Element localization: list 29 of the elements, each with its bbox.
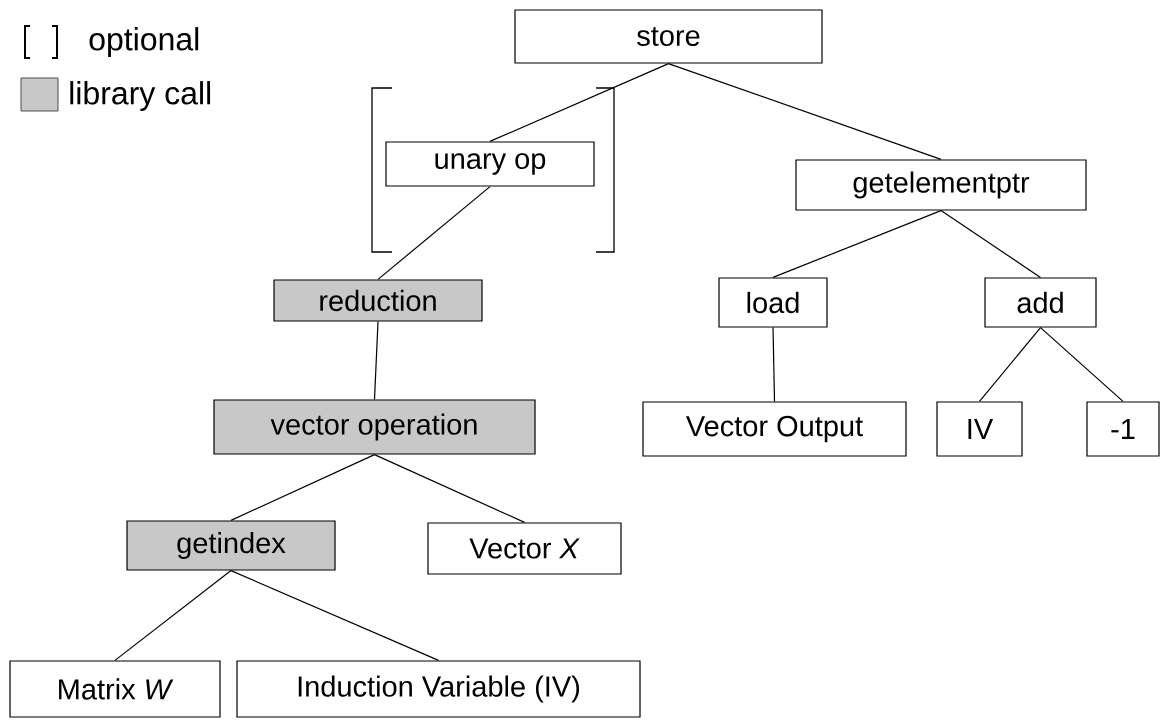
tree-node-box: load [718,277,828,328]
connector-line [772,327,776,402]
connector-line [667,63,942,160]
tree-node-box: unary op [385,141,595,187]
connector-line [377,186,491,280]
connector-line [940,210,1042,278]
tree-node-box: getelementptr [795,159,1087,211]
legend-label: library call [70,81,211,111]
connector-line [772,210,942,278]
tree-node-box: add [984,277,1097,328]
connector-line [1039,327,1124,402]
tree-node-box: -1 [1086,401,1160,457]
library-call-box: reduction [273,279,483,322]
tree-node-box: Induction Variable (IV) [236,660,641,718]
connector-line [230,454,376,521]
connector-line [114,570,232,661]
legend-label: optional [89,27,199,57]
connector-line [373,321,379,400]
tree-node-box: Vector Output [642,401,907,457]
connector-line [489,63,670,142]
tree-node-box: Matrix W [9,660,221,718]
library-call-box: vector operation [213,399,536,455]
tree-node-box: store [514,9,823,64]
tree-node-box: IV [936,401,1023,457]
connector-line [978,327,1042,402]
connector-line [230,570,440,661]
tree-node-box: Vector X [427,522,622,575]
connector-line [373,454,526,523]
library-call-box: getindex [126,520,336,571]
